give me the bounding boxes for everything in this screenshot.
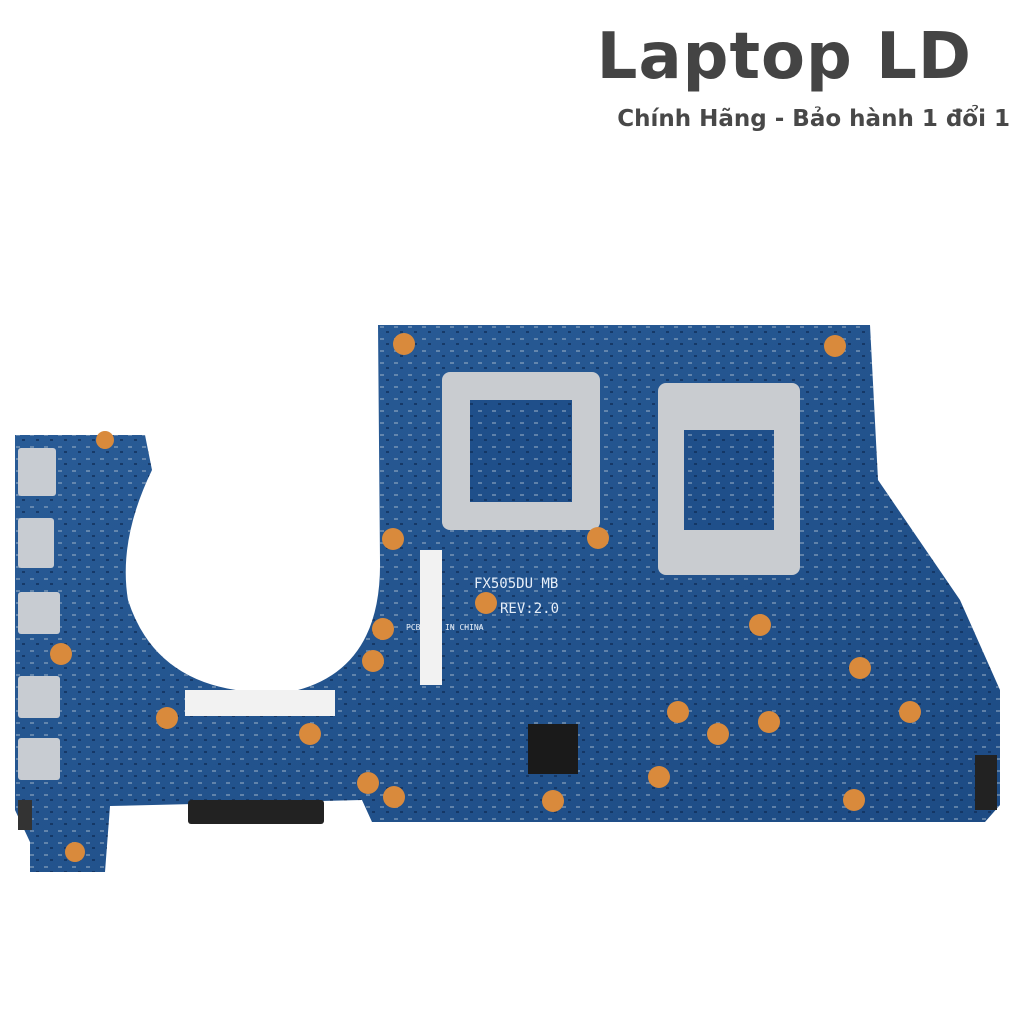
- gpu-bracket-right: [658, 383, 800, 575]
- io-ports: [18, 448, 60, 830]
- pcb-label: PCB: [406, 623, 421, 632]
- serial-label-2: [185, 690, 335, 716]
- cpu-bracket-left: [442, 372, 600, 530]
- brand-title: Laptop LD: [596, 20, 972, 94]
- model-label: FX505DU MB: [474, 576, 558, 592]
- mounting-pads: [50, 333, 921, 862]
- serial-label: [420, 550, 442, 685]
- controller-chip: [528, 724, 578, 774]
- origin-label: IN CHINA: [445, 623, 484, 632]
- sata-connector: [188, 800, 324, 824]
- revision-label: REV:2.0: [500, 601, 559, 617]
- brand-tagline: Chính Hãng - Bảo hành 1 đổi 1: [617, 106, 1010, 132]
- m2-slot: [975, 755, 997, 810]
